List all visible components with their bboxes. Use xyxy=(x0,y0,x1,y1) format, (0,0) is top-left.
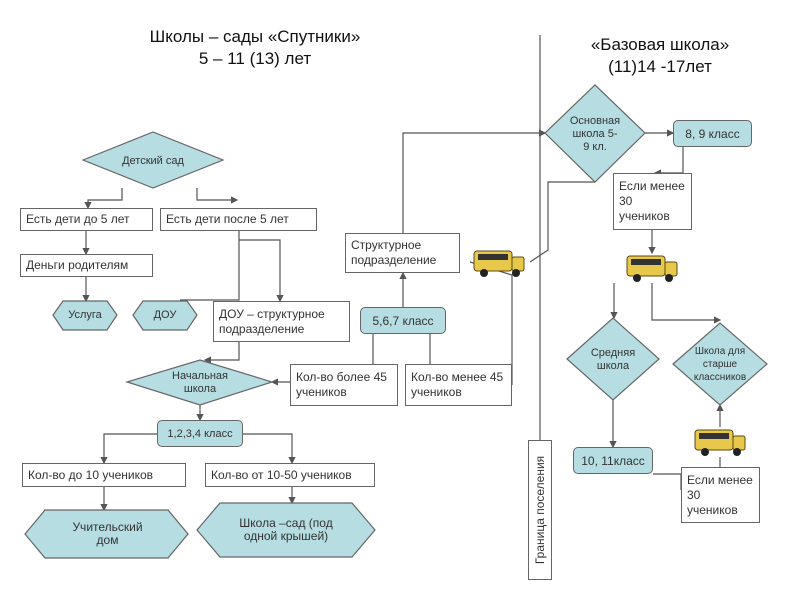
school-garden: Школа –сад (под одной крышей) xyxy=(239,516,333,543)
school-bus-icon xyxy=(694,429,746,457)
secondary-diamond xyxy=(566,317,660,401)
less30-a: Если менее 30 учеников xyxy=(613,173,692,230)
service-hexagon xyxy=(52,300,118,331)
more45: Кол-во более 45 учеников xyxy=(290,364,398,406)
school-garden-hexagon xyxy=(196,502,376,558)
grades-1-4: 1,2,3,4 класс xyxy=(157,420,243,447)
primary-diamond xyxy=(124,359,275,406)
boundary-label: Граница поселения xyxy=(528,440,552,580)
grades-10-11: 10, 11класс xyxy=(573,447,653,474)
grades-5-7: 5,6,7 класс xyxy=(360,307,446,334)
under10: Кол-во до 10 учеников xyxy=(22,463,186,487)
left-title: Школы – сады «Спутники»5 – 11 (13) лет xyxy=(149,27,361,68)
basic-school: Основная школа 5-9 кл. xyxy=(569,115,621,153)
from10-50: Кол-во от 10-50 учеников xyxy=(205,463,375,487)
dou-hexagon xyxy=(132,300,198,331)
parents-money: Деньги родителям xyxy=(20,254,153,277)
primary-school: Начальная школа xyxy=(172,370,228,395)
service: Услуга xyxy=(68,308,102,321)
grades-8-9: 8, 9 класс xyxy=(673,120,752,147)
secondary-school: Средняя школа xyxy=(590,347,636,372)
teacher-house-hexagon xyxy=(24,509,189,559)
senior-diamond xyxy=(672,322,768,406)
school-bus-icon xyxy=(473,250,525,278)
basic-school-diamond xyxy=(544,84,646,183)
teacher-house: Учительский дом xyxy=(72,520,143,547)
kindergarten: Детский сад xyxy=(122,154,184,167)
dou-struct: ДОУ – структурное подразделение xyxy=(213,301,350,342)
dou: ДОУ xyxy=(153,308,177,321)
school-bus-icon xyxy=(626,255,678,283)
kids-over5: Есть дети после 5 лет xyxy=(160,208,317,231)
kids-under5: Есть дети до 5 лет xyxy=(20,208,153,231)
struct-unit: Структурное подразделение xyxy=(345,233,460,273)
senior-school: Школа для старше классников xyxy=(693,345,747,383)
right-title: «Базовая школа»(11)14 -17лет xyxy=(590,35,730,76)
less30-b: Если менее 30 учеников xyxy=(681,467,760,523)
kindergarten-diamond xyxy=(81,131,225,189)
less45: Кол-во менее 45 учеников xyxy=(405,364,512,406)
